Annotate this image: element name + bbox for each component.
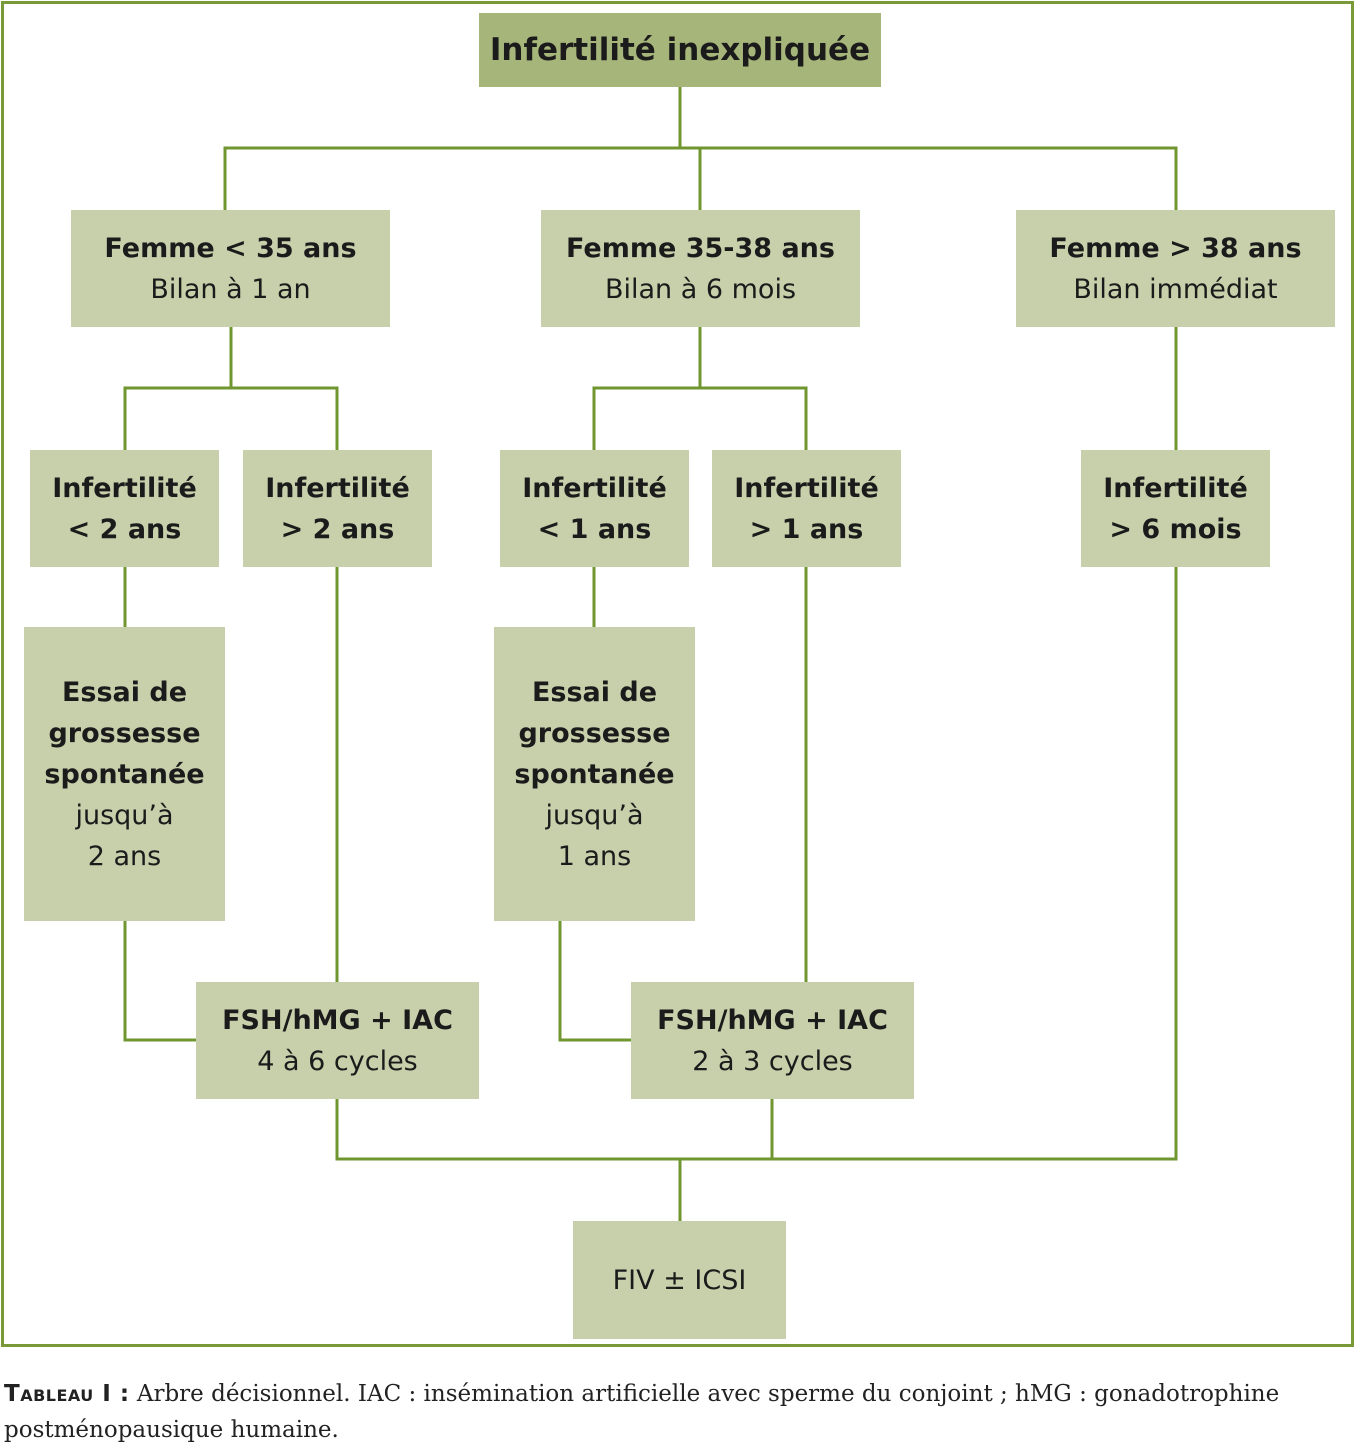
treatment-4-6-cycles: FSH/hMG + IAC 4 à 6 cycles <box>196 982 479 1099</box>
caption-label: Tableau I : <box>4 1381 130 1407</box>
treatment-title: FSH/hMG + IAC <box>657 1004 888 1036</box>
trial-line: 2 ans <box>87 840 162 872</box>
trial-line: spontanée <box>44 758 205 790</box>
age-group-title: Femme < 35 ans <box>104 232 357 264</box>
trial-line: jusqu’à <box>545 799 644 831</box>
treatment-subtitle: 2 à 3 cycles <box>692 1045 853 1077</box>
root-node: Infertilité inexpliquée <box>479 13 881 87</box>
trial-line: grossesse <box>48 717 201 749</box>
diagram-frame <box>1 1 1354 1347</box>
age-group-under-35: Femme < 35 ans Bilan à 1 an <box>71 210 390 327</box>
trial-line: jusqu’à <box>75 799 174 831</box>
age-group-35-38: Femme 35-38 ans Bilan à 6 mois <box>541 210 860 327</box>
duration-line1: Infertilité <box>522 472 667 504</box>
duration-over-2-years: Infertilité > 2 ans <box>243 450 432 567</box>
duration-line2: < 2 ans <box>67 513 182 545</box>
final-label: FIV ± ICSI <box>612 1264 747 1296</box>
age-group-title: Femme 35-38 ans <box>566 232 835 264</box>
age-group-subtitle: Bilan à 1 an <box>150 273 311 305</box>
duration-line2: > 1 ans <box>749 513 864 545</box>
duration-line2: > 6 mois <box>1109 513 1242 545</box>
age-group-over-38: Femme > 38 ans Bilan immédiat <box>1016 210 1335 327</box>
trial-line: spontanée <box>514 758 675 790</box>
spontaneous-trial-1-year: Essai de grossesse spontanée jusqu’à 1 a… <box>494 627 695 921</box>
age-group-subtitle: Bilan à 6 mois <box>604 273 797 305</box>
age-group-subtitle: Bilan immédiat <box>1073 273 1278 305</box>
spontaneous-trial-2-years: Essai de grossesse spontanée jusqu’à 2 a… <box>24 627 225 921</box>
root-label: Infertilité inexpliquée <box>489 31 871 68</box>
duration-line1: Infertilité <box>734 472 879 504</box>
treatment-title: FSH/hMG + IAC <box>222 1004 453 1036</box>
trial-line: grossesse <box>518 717 671 749</box>
duration-line1: Infertilité <box>265 472 410 504</box>
trial-line: 1 ans <box>557 840 632 872</box>
trial-line: Essai de <box>61 676 188 708</box>
duration-over-1-year: Infertilité > 1 ans <box>712 450 901 567</box>
duration-line1: Infertilité <box>1103 472 1248 504</box>
final-ivf-icsi: FIV ± ICSI <box>573 1221 786 1339</box>
duration-over-6-months: Infertilité > 6 mois <box>1081 450 1270 567</box>
treatment-subtitle: 4 à 6 cycles <box>257 1045 418 1077</box>
duration-line2: > 2 ans <box>280 513 395 545</box>
duration-under-2-years: Infertilité < 2 ans <box>30 450 219 567</box>
treatment-2-3-cycles: FSH/hMG + IAC 2 à 3 cycles <box>631 982 914 1099</box>
duration-under-1-year: Infertilité < 1 ans <box>500 450 689 567</box>
age-group-title: Femme > 38 ans <box>1049 232 1302 264</box>
figure-caption: Tableau I : Arbre décisionnel. IAC : ins… <box>4 1376 1356 1448</box>
duration-line2: < 1 ans <box>537 513 652 545</box>
duration-line1: Infertilité <box>52 472 197 504</box>
caption-text: Arbre décisionnel. IAC : insémination ar… <box>4 1381 1280 1443</box>
trial-line: Essai de <box>531 676 658 708</box>
